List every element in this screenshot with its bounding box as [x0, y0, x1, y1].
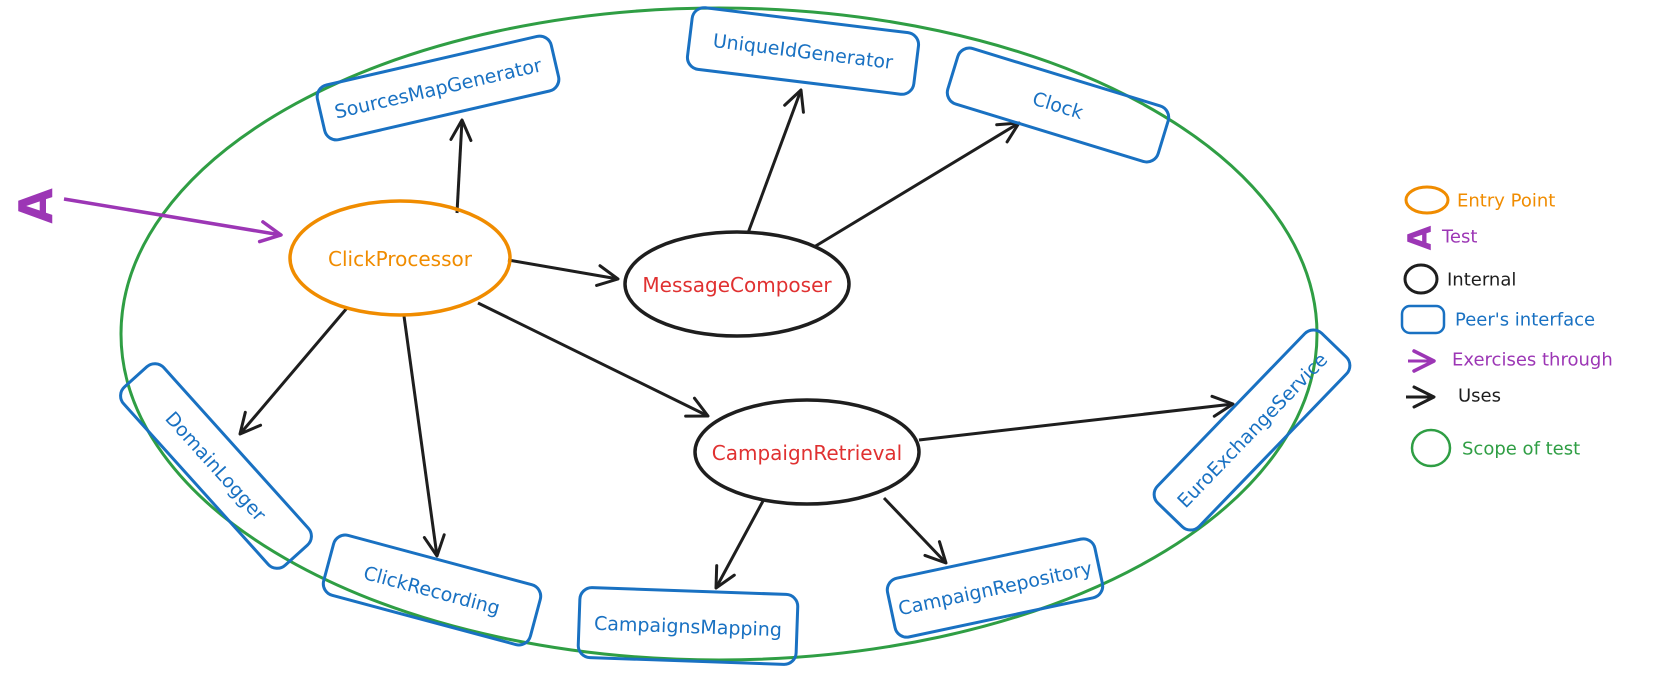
legend-exercises-through-label: Exercises through: [1452, 350, 1613, 371]
node-clickprocessor[interactable]: ClickProcessor: [288, 199, 512, 317]
clickprocessor-shape[interactable]: [288, 199, 512, 317]
uniqueidgenerator-label: UniqueIdGenerator: [712, 30, 895, 74]
messagecomposer-label: MessageComposer: [642, 273, 832, 297]
node-campaignretrieval[interactable]: CampaignRetrieval: [693, 398, 921, 506]
legend: Entry Point A Test Internal Peer's inter…: [1400, 185, 1613, 468]
edge-clickprocessor-campaignretrieval: [477, 301, 710, 418]
euroexchangeservice-label: EuroExchangeService: [1173, 349, 1332, 513]
campaignretrieval-label: CampaignRetrieval: [712, 441, 902, 465]
campaignsmapping-shape[interactable]: [576, 586, 800, 666]
campaignretrieval-shape[interactable]: [693, 398, 921, 506]
test-marker: A: [9, 188, 63, 224]
legend-test-label: Test: [1441, 227, 1477, 248]
campaignrepository-shape[interactable]: [885, 537, 1105, 640]
legend-item-internal: Internal: [1403, 263, 1516, 295]
clock-shape[interactable]: [944, 45, 1171, 165]
legend-internal-label: Internal: [1447, 270, 1516, 291]
legend-item-peers-interface: Peer's interface: [1400, 304, 1595, 335]
node-domainlogger[interactable]: DomainLogger: [116, 359, 317, 573]
edge-clickprocessor-domainlogger: [238, 307, 349, 436]
node-clickrecording[interactable]: ClickRecording: [321, 532, 544, 647]
uniqueidgenerator-shape[interactable]: [685, 6, 921, 96]
messagecomposer-shape[interactable]: [623, 230, 851, 338]
scope-of-test-icon: [1410, 428, 1452, 468]
legend-item-test: A Test: [1401, 225, 1477, 250]
node-campaignsmapping[interactable]: CampaignsMapping: [576, 586, 800, 666]
campaignsmapping-label: CampaignsMapping: [594, 613, 783, 642]
peers-interface-icon: [1400, 304, 1446, 335]
clickrecording-shape[interactable]: [321, 532, 544, 647]
edge-clickprocessor-messagecomposer: [507, 258, 620, 287]
internal-icon: [1403, 263, 1439, 295]
legend-peers-interface-label: Peer's interface: [1455, 310, 1595, 331]
legend-item-entry-point: Entry Point: [1404, 185, 1555, 215]
edge-messagecomposer-clock: [813, 121, 1021, 249]
node-messagecomposer[interactable]: MessageComposer: [623, 230, 851, 338]
sourcesmapgenerator-shape[interactable]: [315, 34, 561, 143]
legend-entry-point-label: Entry Point: [1457, 191, 1555, 212]
edge-messagecomposer-uniqueidgenerator: [746, 88, 805, 234]
campaignrepository-label: CampaignRepository: [896, 558, 1094, 621]
edge-test-clickprocessor: [63, 197, 283, 244]
legend-uses-label: Uses: [1458, 386, 1501, 407]
edge-clickprocessor-sourcesmapgenerator: [449, 118, 473, 214]
test-marker-glyph: A: [9, 188, 63, 224]
sourcesmapgenerator-label: SourcesMapGenerator: [333, 54, 544, 123]
euroexchangeservice-shape[interactable]: [1149, 325, 1355, 535]
legend-scope-of-test-label: Scope of test: [1462, 439, 1580, 460]
test-icon: A: [1401, 225, 1439, 250]
clock-label: Clock: [1030, 88, 1086, 124]
edge-campaignretrieval-campaignsmapping: [714, 500, 765, 590]
legend-item-exercises-through: Exercises through: [1408, 349, 1613, 373]
edge-clickprocessor-clickrecording: [402, 315, 446, 558]
edge-campaignretrieval-euroexchangeservice: [918, 394, 1235, 442]
legend-item-scope-of-test: Scope of test: [1410, 428, 1580, 468]
domainlogger-shape[interactable]: [116, 359, 317, 573]
legend-item-uses: Uses: [1406, 385, 1501, 409]
node-sourcesmapgenerator[interactable]: SourcesMapGenerator: [315, 34, 561, 143]
edges-layer: [63, 88, 1235, 590]
node-euroexchangeservice[interactable]: EuroExchangeService: [1149, 325, 1355, 535]
entry-point-icon: [1404, 185, 1450, 215]
edge-campaignretrieval-campaignrepository: [882, 496, 948, 565]
clickprocessor-label: ClickProcessor: [328, 247, 473, 271]
